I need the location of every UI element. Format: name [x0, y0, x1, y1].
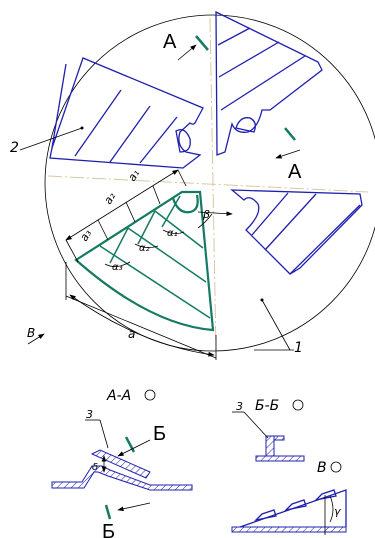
- leader-1: [261, 299, 291, 351]
- view-v: В γ: [231, 460, 347, 535]
- section-a-right-label: А: [288, 161, 302, 183]
- part-1-label: 1: [294, 340, 303, 356]
- blade-right: [230, 189, 363, 275]
- part-3b-label: 3: [236, 400, 243, 413]
- dimension-a-group: [65, 169, 217, 360]
- section-b-top-label: Б: [153, 423, 166, 445]
- section-aa: А-А 3 Б Б δ: [51, 388, 193, 538]
- dim-a3: a₃: [77, 227, 94, 244]
- section-a-right: А: [275, 127, 302, 183]
- leader-2: [19, 127, 83, 151]
- segment-green: [74, 190, 215, 332]
- view-v-title: В: [317, 460, 327, 476]
- angle-beta: β: [202, 208, 210, 221]
- angle-alpha1: α₁: [167, 228, 178, 239]
- view-b-arrow-label: В: [27, 326, 35, 340]
- angle-alpha3: α₃: [112, 262, 123, 273]
- section-aa-title: А-А: [106, 388, 131, 404]
- horizontal-axis: [47, 175, 369, 193]
- section-a-top-label: А: [163, 31, 177, 53]
- section-bb-title: Б-Б: [255, 398, 279, 414]
- angle-alpha2: α₂: [139, 243, 150, 254]
- blade-upper-right: [215, 10, 323, 156]
- dim-a2: a₂: [101, 190, 118, 207]
- dim-delta: δ: [92, 462, 98, 473]
- part-2-label: 2: [10, 140, 19, 156]
- section-a-top: А: [163, 31, 209, 61]
- blade-upper-left: [49, 57, 204, 169]
- angle-arcs: [104, 211, 233, 267]
- vertical-axis: [209, 17, 217, 353]
- section-b-bottom-label: Б: [102, 521, 115, 538]
- view-b-arrow: [27, 333, 45, 345]
- dim-a: a: [128, 327, 135, 341]
- angle-gamma: γ: [334, 505, 341, 518]
- section-bb: Б-Б 3: [232, 398, 305, 462]
- part-3a-label: 3: [86, 408, 93, 421]
